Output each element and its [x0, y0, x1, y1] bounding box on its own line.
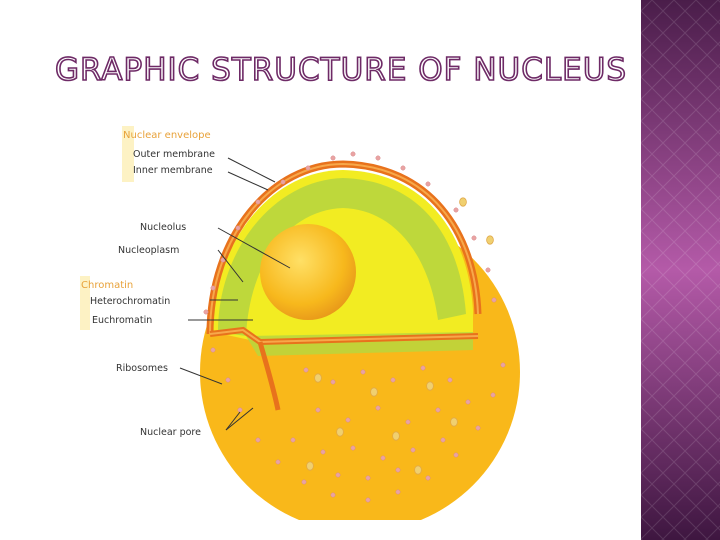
label-nucleoplasm: Nucleoplasm	[118, 245, 179, 256]
membrane-left-lower	[257, 341, 281, 411]
label-inner-membrane: Inner membrane	[133, 165, 213, 176]
leader-lines	[179, 157, 291, 431]
label-nuclear-envelope: Nuclear envelope	[123, 130, 211, 141]
label-bg-nuclear-envelope	[122, 126, 134, 182]
label-chromatin: Chromatin	[81, 280, 133, 291]
label-euchromatin: Euchromatin	[92, 315, 152, 326]
label-nucleolus: Nucleolus	[140, 222, 186, 233]
nucleolus	[260, 224, 356, 320]
euchromatin-region	[218, 178, 466, 336]
inner-membrane	[209, 162, 479, 335]
decorative-sidebar	[641, 0, 720, 540]
label-heterochromatin: Heterochromatin	[90, 296, 170, 307]
label-nuclear-pore: Nuclear pore	[140, 427, 201, 438]
nuclear-pores	[306, 197, 494, 475]
nucleus-diagram: Nuclear envelope Outer membrane Inner me…	[80, 126, 520, 520]
label-ribosomes: Ribosomes	[116, 363, 168, 374]
slide-title: GRAPHIC STRUCTURE OF NUCLEUS	[54, 51, 628, 89]
ribosome-dots	[203, 151, 506, 503]
label-bg-chromatin	[80, 276, 90, 330]
label-outer-membrane: Outer membrane	[133, 149, 215, 160]
membrane-bottom-edge-inner	[209, 328, 479, 344]
